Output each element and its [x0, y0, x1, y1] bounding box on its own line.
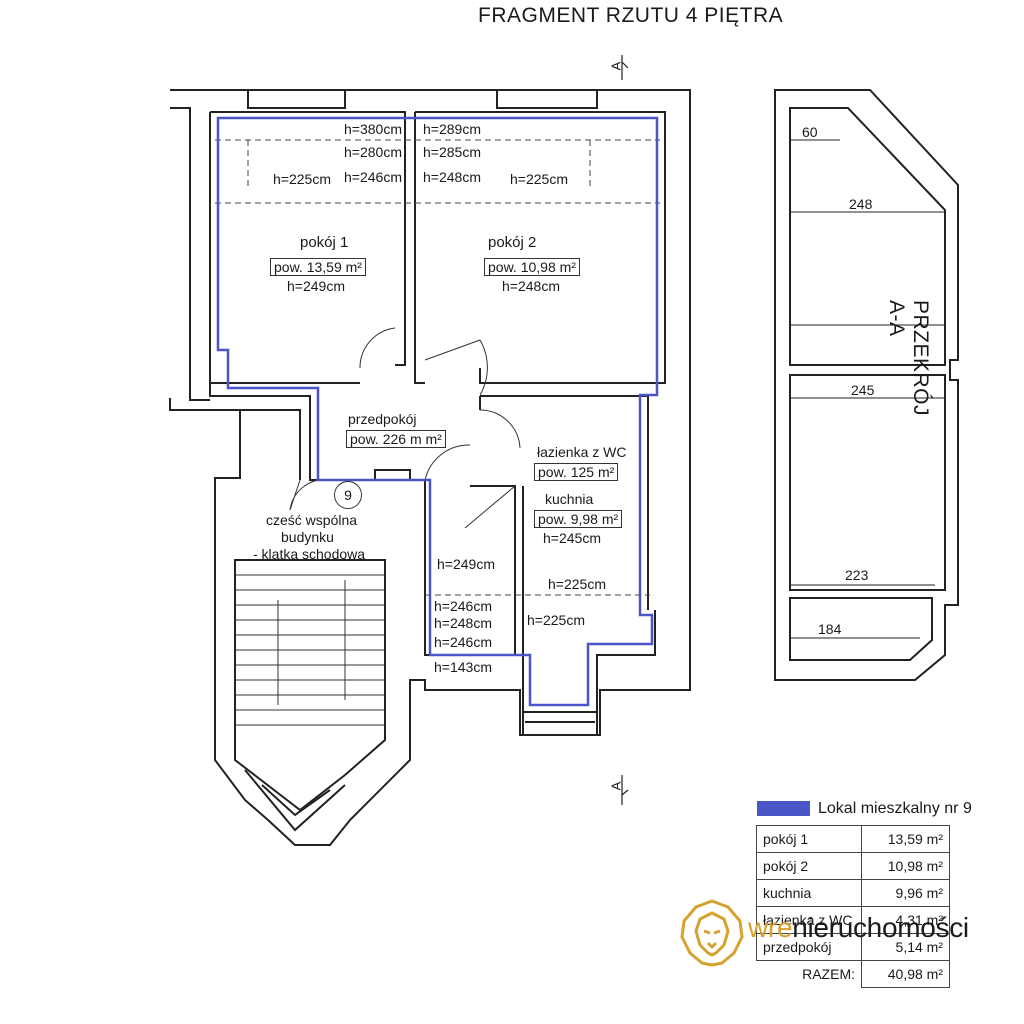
page-title: FRAGMENT RZUTU 4 PIĘTRA	[478, 4, 784, 27]
lion-logo-icon	[680, 899, 744, 967]
stair-label: - klatka schodowa	[253, 546, 366, 562]
total-label: RAZEM:	[802, 966, 855, 983]
room-height-pokoj2: h=248cm	[502, 278, 560, 294]
wall-hall-left	[169, 398, 411, 480]
room-height-kuchnia: h=245cm	[543, 530, 601, 546]
section-dim: 245	[851, 382, 875, 398]
table-row-total: RAZEM: 40,98 m²	[757, 960, 950, 988]
stair-treads	[235, 574, 385, 726]
stair-bay	[244, 769, 346, 832]
stair-number: 9	[334, 481, 362, 509]
height-label: h=246cm	[434, 598, 492, 614]
legend-swatch	[757, 801, 810, 816]
kitchen-window	[522, 712, 598, 735]
height-label: h=285cm	[423, 144, 481, 160]
section-drawing	[774, 89, 959, 681]
area-name: pokój 2	[756, 852, 862, 880]
room-name-kuchnia: kuchnia	[545, 491, 594, 507]
brand-part1: wre	[748, 912, 793, 943]
wall-kitchen	[522, 486, 656, 713]
area-value: 10,98 m²	[861, 852, 950, 880]
room-area-pokoj1: pow. 13,59 m²	[270, 258, 366, 276]
section-dim: 60	[802, 124, 818, 140]
room-name-lazienka: łazienka z WC	[537, 444, 627, 460]
area-name: pokój 1	[756, 825, 862, 853]
height-label: h=246cm	[434, 634, 492, 650]
room-name-pokoj1: pokój 1	[300, 234, 349, 251]
room-name-pokoj2: pokój 2	[488, 234, 537, 251]
legend-title: Lokal mieszkalny nr 9	[818, 800, 972, 817]
height-label: h=225cm	[273, 171, 331, 187]
window-top-1	[247, 90, 346, 109]
room-name-przedpokoj: przedpokój	[348, 411, 417, 427]
section-dim: 223	[845, 567, 869, 583]
section-marker-bottom: A	[608, 781, 624, 791]
section-dim: 184	[818, 621, 842, 637]
area-value: 9,96 m²	[861, 879, 950, 907]
area-value: 4,31 m²	[861, 906, 950, 934]
room-area-przedpokoj: pow. 226 m m²	[346, 430, 446, 448]
brand-part2: nieruchomości	[792, 912, 969, 943]
room-area-pokoj2: pow. 10,98 m²	[484, 258, 580, 276]
area-value: 13,59 m²	[861, 825, 950, 853]
wall-room1-bottom	[209, 383, 330, 481]
outer-wall	[170, 89, 691, 846]
room-area-kuchnia: pow. 9,98 m²	[534, 510, 623, 528]
stair-shaft	[234, 559, 386, 812]
room-area-lazienka: pow. 125 m²	[534, 463, 619, 481]
area-value: 5,14 m²	[861, 933, 950, 961]
height-label: h=143cm	[434, 659, 492, 675]
room-height-pokoj1: h=249cm	[287, 278, 345, 294]
total-value: 40,98 m²	[861, 960, 950, 988]
area-name: przedpokój	[756, 933, 862, 961]
height-label: h=289cm	[423, 121, 481, 137]
stair-label: cześć wspólna	[266, 512, 358, 528]
section-dim: 248	[849, 196, 873, 212]
height-label: h=248cm	[423, 169, 481, 185]
height-label: h=225cm	[510, 171, 568, 187]
stair-label: budynku	[281, 529, 334, 545]
section-title: PRZEKRÓJ A-A	[885, 300, 932, 417]
window-top-2	[496, 90, 598, 109]
area-name: łazienka z WC	[756, 906, 862, 934]
height-label: h=246cm	[344, 169, 402, 185]
height-label: h=225cm	[548, 576, 606, 592]
brand-wordmark: wrenieruchomości	[748, 912, 969, 944]
height-label: h=280cm	[344, 144, 402, 160]
height-label: h=225cm	[527, 612, 585, 628]
height-label: h=380cm	[344, 121, 402, 137]
wall-room2	[414, 111, 666, 384]
area-name: kuchnia	[756, 879, 862, 907]
apartment-boundary	[216, 116, 659, 707]
section-marker-top: A	[608, 61, 624, 71]
height-label: h=249cm	[437, 556, 495, 572]
height-label: h=248cm	[434, 615, 492, 631]
inner-wall-left	[170, 107, 210, 401]
